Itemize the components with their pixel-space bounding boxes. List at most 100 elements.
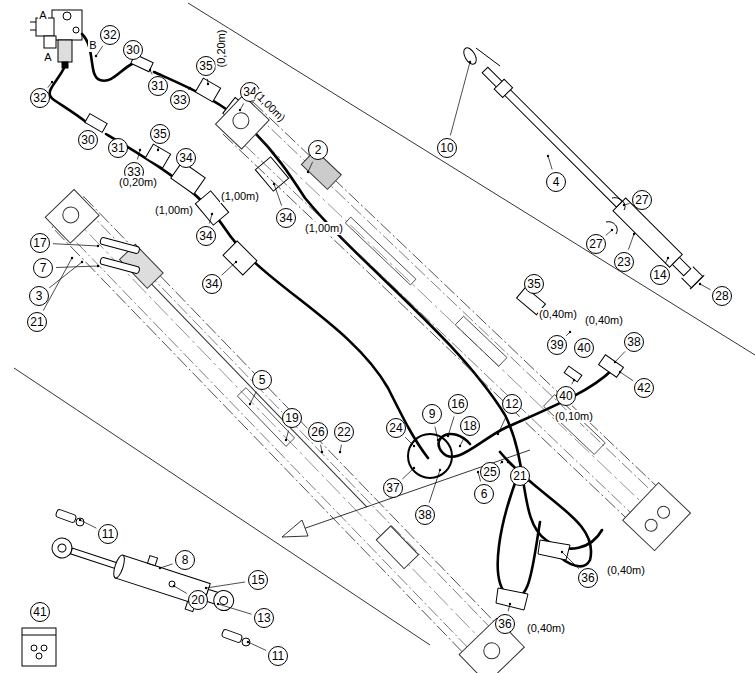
port-label: A: [38, 9, 47, 22]
leader-line: [206, 582, 245, 588]
valve-block: [30, 22, 36, 23]
callout-number: 26: [308, 422, 328, 442]
detail-arrow: [300, 450, 530, 530]
leader-line: [250, 392, 256, 404]
leader-dot: [211, 213, 213, 215]
leader-dot: [507, 461, 509, 463]
hose-fitting: [564, 366, 582, 382]
leader-dot: [189, 87, 191, 89]
frame-line: [188, 3, 755, 355]
leader-line: [450, 62, 470, 135]
port-label: A: [43, 51, 52, 64]
callout-number: 19: [282, 408, 302, 428]
callout-number: 24: [386, 418, 406, 438]
hydraulic-cylinder: [49, 535, 74, 560]
leader-dot: [413, 467, 415, 469]
callout-number: 32: [30, 88, 50, 108]
leader-dot: [447, 435, 449, 437]
detail-circle: [408, 434, 452, 478]
callout-number: 17: [30, 233, 50, 253]
callout-number: 39: [547, 335, 567, 355]
dimension-label: (0,40m): [538, 308, 578, 321]
dimension-label: (1,00m): [304, 222, 344, 235]
leader-line: [562, 552, 579, 569]
spring-pin: [612, 198, 625, 210]
callout-number: 3: [29, 286, 49, 306]
hose-sleeve: [538, 540, 570, 560]
hydraulic-hose: [50, 66, 86, 122]
detail-arrow: [282, 520, 308, 537]
leader-line: [700, 284, 711, 290]
leader-dot: [497, 433, 499, 435]
leader-line: [448, 416, 454, 436]
dimension-label: (0,20m): [118, 176, 158, 189]
leader-line: [460, 438, 464, 446]
hydraulic-cylinder: [211, 588, 236, 613]
leader-dot: [51, 81, 53, 83]
callout-number: 34: [202, 274, 222, 294]
leader-dot: [79, 519, 81, 521]
pin-part: [55, 509, 250, 646]
dimension-label: (0,40m): [526, 622, 566, 635]
leader-dot: [157, 149, 159, 151]
boom-section: [52, 197, 518, 673]
hose-fitting: [85, 54, 624, 382]
wear-pad: [100, 237, 140, 274]
leader-line: [548, 156, 552, 170]
leader-line: [498, 416, 507, 434]
leader-line: [49, 262, 82, 288]
hose-fitting: [599, 355, 624, 377]
hose-sleeve: [255, 157, 288, 191]
leader-dot: [614, 361, 616, 363]
pin-part: [242, 638, 250, 646]
leader-dot: [439, 469, 441, 471]
valve-block: [73, 27, 79, 33]
callout-number: 23: [614, 252, 634, 272]
leader-line: [429, 470, 440, 503]
leader-dot: [285, 439, 287, 441]
callout-number: 8: [175, 550, 195, 570]
leader-dot: [97, 245, 99, 247]
leader-line: [615, 351, 625, 362]
hydraulic-cylinder: [71, 548, 122, 570]
callout-number: 20: [188, 590, 208, 610]
leader-dot: [699, 283, 701, 285]
callout-number: 25: [480, 462, 500, 482]
callout-number: 16: [448, 394, 468, 414]
leader-dot: [569, 331, 571, 333]
leader-dot: [413, 445, 415, 447]
pin-part: [476, 48, 500, 66]
hose-sleeve: [145, 144, 170, 168]
pin-part: [221, 629, 243, 643]
leader-line: [274, 184, 282, 206]
leader-dot: [611, 229, 613, 231]
leader-line: [606, 230, 612, 235]
leader-dot: [339, 451, 341, 453]
callout-number: 7: [33, 258, 53, 278]
callout-number: 6: [474, 484, 494, 504]
callout-number: 14: [650, 265, 670, 285]
leader-dot: [573, 379, 575, 381]
callout-number: 10: [437, 138, 457, 158]
hydraulic-hose: [106, 134, 428, 458]
callout-number: 27: [586, 234, 606, 254]
boom-section: [59, 204, 82, 227]
callout-number: 42: [634, 378, 654, 398]
leader-dot: [623, 204, 625, 206]
parts-bag: [41, 645, 47, 651]
boom-section: [376, 526, 418, 569]
hose-sleeve: [145, 78, 570, 610]
callout-number: 18: [460, 416, 480, 436]
pin-part: [169, 581, 175, 587]
rod-assembly: [690, 275, 704, 289]
detail-arrow: [282, 450, 530, 537]
valve-block: [63, 12, 71, 20]
hose-sleeve: [223, 241, 257, 275]
leader-dot: [217, 603, 219, 605]
callout-number: 11: [268, 646, 288, 666]
boom-section: [480, 639, 503, 662]
hydraulic-cylinder: [57, 543, 67, 553]
boom-section: [655, 504, 672, 521]
pin-part: [461, 46, 500, 67]
leader-line: [286, 431, 289, 440]
